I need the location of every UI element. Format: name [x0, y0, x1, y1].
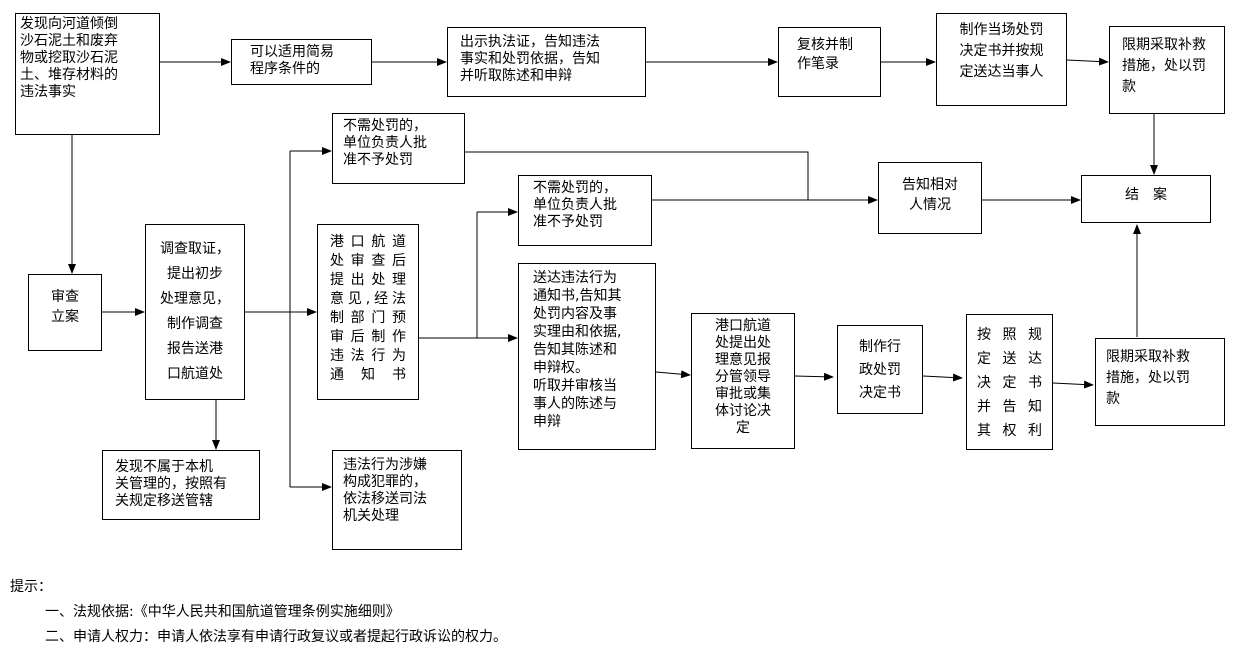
line-no-penalty-1-notify [465, 151, 809, 200]
node-review-record: 复核并制 作笔录 [778, 27, 881, 97]
node-deliver-notice: 送达违法行为 通知书,告知其 处罚内容及事 实理由和依据, 告知其陈述和 申辩权… [518, 263, 656, 450]
node-crime: 违法行为涉嫌 构成犯罪的， 依法移送司法 机关处理 [332, 450, 462, 550]
arrow-spot-remedy [1066, 57, 1109, 66]
arrow-deliver-remedy [1052, 380, 1094, 389]
notes-applicant-rights: 二、申请人权力：申请人依法享有申请行政复议或者提起行政诉讼的权力。 [45, 629, 507, 645]
node-investigate: 调查取证， 提出初步 处理意见， 制作调查 报告送港 口航道处 [145, 224, 245, 400]
node-deliver-decision: 按照规 定送达 决定书 并告知 其权利 [966, 314, 1053, 450]
node-admin-decision: 制作行 政处罚 决定书 [837, 325, 923, 414]
node-port-approval: 港口航道 处提出处 理意见报 分管领导 审批或集 体讨论决 定 [691, 313, 795, 449]
node-close-case: 结 案 [1081, 175, 1211, 223]
node-register: 审查 立案 [28, 274, 102, 351]
node-remedy-bottom: 限期采取补救 措施，处以罚 款 [1095, 338, 1225, 426]
node-show-certificate: 出示执法证，告知违法 事实和处罚依据，告知 并听取陈述和申辩 [447, 27, 646, 97]
node-discover: 发现向河道倾倒 沙石泥土和废弃 物或挖取沙石泥 土、堆存材料的 违法事实 [15, 13, 160, 135]
notes-title: 提示： [10, 579, 52, 595]
node-transfer: 发现不属于本机 关管理的，按照有 关规定移送管辖 [102, 450, 260, 520]
node-notify-party: 告知相对 人情况 [878, 162, 982, 234]
node-simple-procedure: 可以适用简易 程序条件的 [231, 39, 372, 85]
arrow-approval-decision [794, 372, 834, 381]
node-no-penalty-1: 不需处罚的， 单位负责人批 准不予处罚 [332, 113, 465, 184]
arrow-decision-deliver [922, 373, 963, 382]
node-remedy-top: 限期采取补救 措施，处以罚 款 [1109, 26, 1225, 114]
notes-legal-basis: 一、法规依据:《中华人民共和国航道管理条例实施细则》 [45, 604, 400, 620]
node-spot-decision: 制作当场处罚 决定书并按规 定送达当事人 [936, 13, 1067, 106]
notes: 提示： 一、法规依据:《中华人民共和国航道管理条例实施细则》 二、申请人权力：申… [10, 575, 507, 650]
arrow-deliver-approval [655, 370, 691, 379]
node-no-penalty-2: 不需处罚的， 单位负责人批 准不予处罚 [518, 175, 652, 246]
node-port-review: 港口航道 处审查后 提出处理 意见,经法 制部门预 审后制作 违法行为 通知书 [317, 224, 419, 400]
